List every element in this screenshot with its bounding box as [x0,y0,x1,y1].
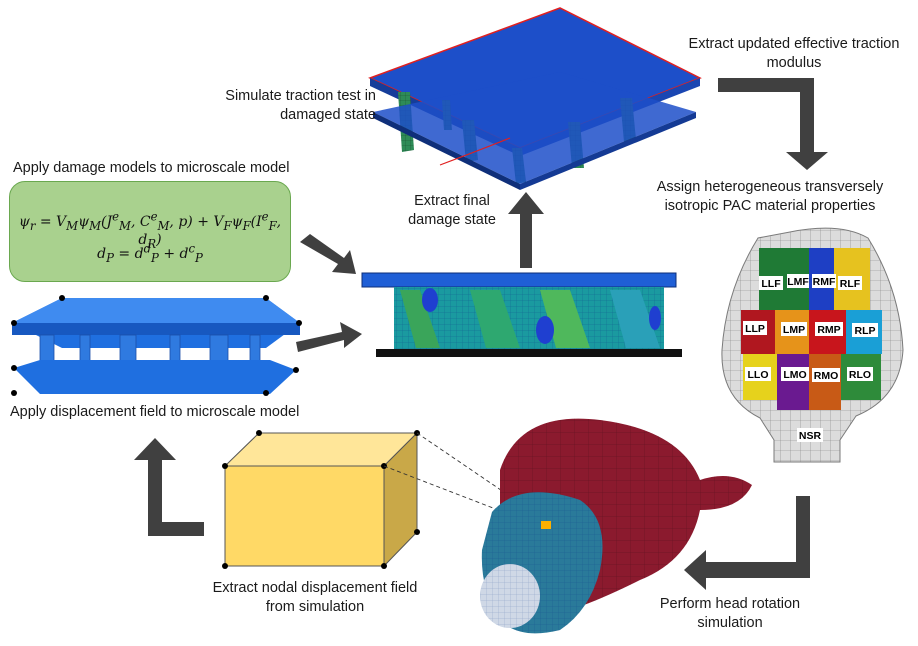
region-label-rmf: RMF [813,276,836,288]
region-label-llf: LLF [761,278,781,290]
region-label-llo: LLO [748,369,769,381]
arrow-perform-head [684,496,810,590]
arrow-extract-updated [718,78,828,170]
label-perform-head: Perform head rotation simulation [659,596,801,631]
region-label-lmo: LMO [783,369,806,381]
label-extract-updated: Extract updated effective traction modul… [688,36,900,71]
region-label-llp: LLP [745,323,765,335]
arrow-apply-displacement [296,322,362,352]
region-label-nsr: NSR [799,430,822,442]
microscale-model-displacement [11,295,302,396]
region-label-rlf: RLF [840,278,861,290]
region-label-lmf: LMF [787,276,809,288]
region-label-rmo: RMO [814,370,839,382]
head-model [480,418,752,634]
region-label-rmp: RMP [817,324,840,336]
microscale-model-damage [361,272,682,357]
label-apply-damage: Apply damage models to microscale model [13,160,290,176]
region-label-rlo: RLO [849,369,871,381]
region-label-rlp: RLP [855,325,876,337]
damage-equation: dP = ddP + dcP [97,241,203,265]
label-simulate-traction: Simulate traction test in damaged state [225,88,376,123]
arrow-extract-final [508,192,544,268]
damage-model-equation-box: ψr = VMψM(JeM, CeM, p) + VFψF(IeF, dR) d… [9,181,291,282]
region-label-lmp: LMP [783,324,805,336]
flow-arrows [134,78,828,590]
label-apply-displacement: Apply displacement field to microscale m… [10,404,300,420]
arrow-extract-nodal [134,438,204,536]
element-cube [222,430,546,569]
traction-test-model [368,7,702,190]
brain-region-map: LLF LMF RMF RLF LLP LMP RMP RLP LLO LMO … [721,227,904,463]
arrow-apply-damage [300,234,356,274]
label-assign-heterogeneous: Assign heterogeneous transversely isotro… [656,179,884,214]
psi-equation: ψr = VMψM(JeM, CeM, p) + VFψF(IeF, dR) [18,209,282,252]
label-extract-nodal: Extract nodal displacement field from si… [212,580,418,615]
label-extract-final: Extract final damage state [408,193,496,228]
region-labels: LLF LMF RMF RLF LLP LMP RMP RLP LLO LMO … [743,274,878,442]
